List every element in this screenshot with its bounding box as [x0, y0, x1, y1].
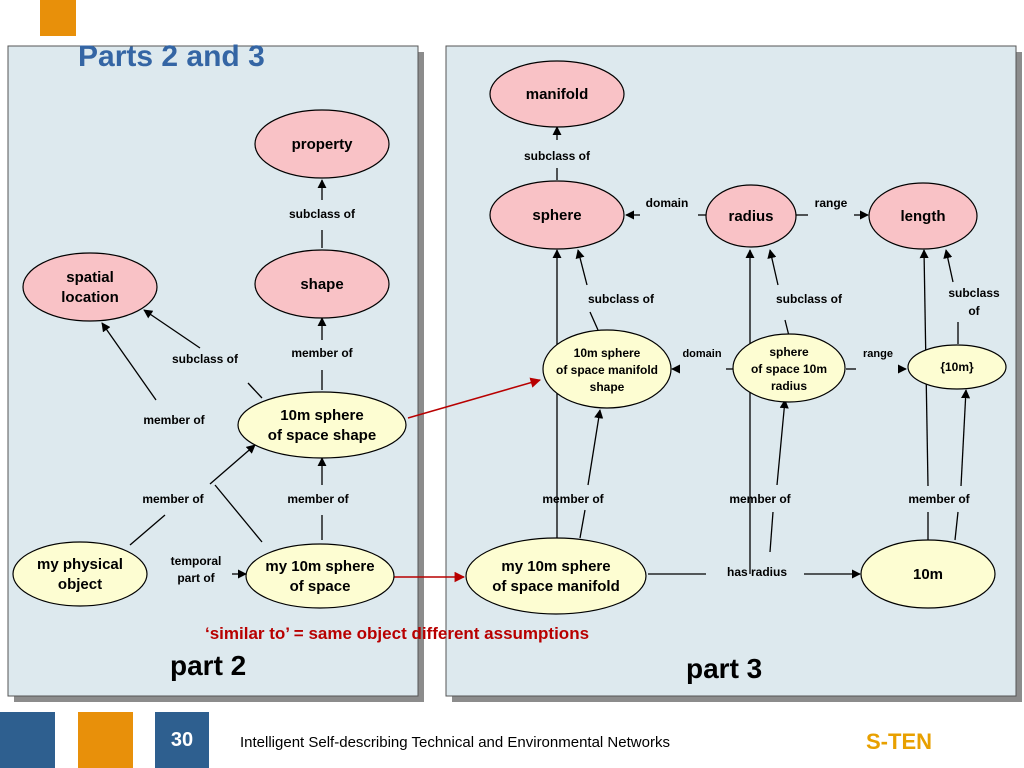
label-has-radius: has radius	[727, 565, 787, 579]
label-domain-sradius: domain	[682, 348, 721, 360]
node-sphere-shape-line2: of space shape	[268, 427, 376, 444]
node-10m-sphere-of-space-shape: 10m sphere of space shape	[237, 391, 407, 459]
node-sphere-shape-line1: 10m sphere	[280, 407, 363, 424]
node-physical-object-line2: object	[58, 576, 102, 593]
node-spatial-location-line1: spatial	[66, 269, 114, 286]
label-subclass-of-sradius: subclass of	[776, 292, 843, 306]
node-radius-label: radius	[728, 208, 773, 225]
node-sphere-of-space-line1: my 10m sphere	[265, 558, 374, 575]
label-member-of-hasradius: member of	[729, 492, 791, 506]
edge-10m-set10m-lower	[954, 511, 959, 541]
node-msshape-line3: shape	[590, 380, 625, 394]
node-sradius-line1: sphere	[769, 345, 809, 359]
edge-msshape-sphere-upper	[575, 249, 588, 286]
node-msshape-line1: 10m sphere	[574, 346, 641, 360]
edge-spheretshape-spatial-lower	[247, 382, 263, 399]
node-sphere-manifold-line2: of space manifold	[492, 578, 620, 595]
label-subclass-of-spatial: subclass of	[172, 352, 239, 366]
node-sphere-of-space-line2: of space	[290, 578, 351, 595]
node-physical-object-line1: my physical	[37, 556, 123, 573]
label-subclass-of-shape-property: subclass of	[289, 207, 356, 221]
node-radius: radius	[705, 184, 797, 248]
blue-square-footer	[0, 712, 55, 768]
node-sphere: sphere	[489, 180, 625, 250]
brand-logo-text: S-TEN	[866, 729, 932, 754]
label-temporal-line1: temporal	[171, 554, 222, 568]
label-range-radius: range	[815, 196, 848, 210]
label-subclass-of-msshape: subclass of	[588, 292, 655, 306]
label-member-of-physobj: member of	[142, 492, 204, 506]
node-sphere-label: sphere	[532, 207, 581, 224]
node-manifold: manifold	[489, 60, 625, 128]
part2-label: part 2	[170, 650, 247, 681]
edge-spheretshape-spatial-upper	[143, 309, 201, 349]
label-member-of-space-shape: member of	[287, 492, 349, 506]
node-my-10m-sphere-of-space: my 10m sphere of space	[245, 543, 395, 609]
node-msshape-line2: of space manifold	[556, 363, 658, 377]
edge-hasradius-sradius-upper	[776, 399, 789, 486]
node-sradius-line2: of space 10m	[751, 362, 827, 376]
orange-square-footer	[78, 712, 133, 768]
footer-text: Intelligent Self-describing Technical an…	[240, 734, 670, 751]
label-temporal-line2: part of	[177, 571, 215, 585]
edge-physobj-shape-upper	[209, 444, 256, 485]
label-member-of-10m: member of	[908, 492, 970, 506]
node-10m-sphere-of-space-manifold-shape: 10m sphere of space manifold shape	[542, 329, 672, 409]
orange-square-top	[40, 0, 76, 36]
similar-to-arrow-shape	[407, 377, 542, 419]
label-member-of-spatial: member of	[143, 413, 205, 427]
node-spatial-location: spatial location	[22, 252, 158, 322]
label-domain-radius: domain	[646, 196, 689, 210]
edge-spheredspace-spatial-upper	[101, 322, 157, 401]
edge-sradius-radius-upper	[767, 249, 779, 286]
edge-10m-set10m-upper	[960, 389, 971, 487]
edge-spheredspace-spatial-lower	[214, 484, 263, 543]
slide-title: Parts 2 and 3	[78, 40, 265, 73]
label-range-sradius: range	[863, 348, 893, 360]
node-length: length	[868, 182, 978, 250]
node-set-10m: {10m}	[907, 344, 1007, 390]
part3-label: part 3	[686, 653, 763, 684]
page-number: 30	[155, 712, 209, 768]
node-10m-label: 10m	[913, 566, 943, 583]
edge-spheremanifold-msshape-upper	[587, 409, 604, 486]
edge-hasradius-sradius-lower	[769, 511, 774, 553]
label-subclass-of-sphere-manifold: subclass of	[524, 149, 591, 163]
similar-to-note: ‘similar to’ = same object different ass…	[205, 624, 590, 643]
label-member-of-sphere-shape: member of	[291, 346, 353, 360]
node-my-physical-object: my physical object	[12, 541, 148, 607]
node-length-label: length	[901, 208, 946, 225]
node-10m: 10m	[860, 539, 996, 609]
node-property-label: property	[292, 136, 354, 153]
edge-msshape-sphere-lower	[589, 311, 599, 331]
edge-physobj-shape-lower	[129, 514, 166, 546]
node-spatial-location-line2: location	[61, 289, 119, 306]
label-member-of-manifold: member of	[542, 492, 604, 506]
label-subclass-line1: subclass	[948, 286, 1000, 300]
node-property: property	[254, 109, 390, 179]
node-shape: shape	[254, 249, 390, 319]
node-set-10m-label: {10m}	[940, 360, 974, 374]
node-manifold-label: manifold	[526, 86, 589, 103]
node-sphere-of-space-10m-radius: sphere of space 10m radius	[732, 333, 846, 403]
edge-set10m-length-upper	[943, 249, 954, 283]
node-my-10m-sphere-of-space-manifold: my 10m sphere of space manifold	[465, 537, 647, 615]
node-sradius-line3: radius	[771, 379, 807, 393]
node-sphere-manifold-line1: my 10m sphere	[501, 558, 610, 575]
edge-spheremanifold-msshape-lower	[579, 509, 586, 539]
node-shape-label: shape	[300, 276, 343, 293]
label-subclass-line2: of	[968, 304, 980, 318]
